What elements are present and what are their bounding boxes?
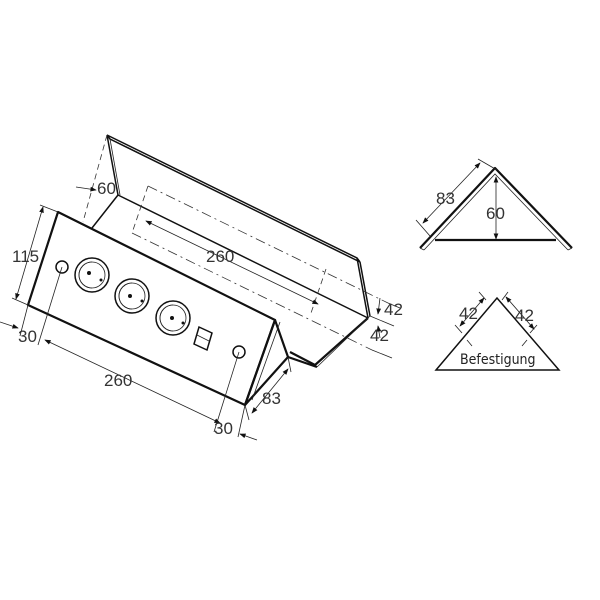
socket-2 <box>114 278 150 314</box>
dim-83-section: 83 <box>436 189 455 208</box>
svg-text:60: 60 <box>97 179 116 198</box>
dim-42-flange: 42 42 <box>369 297 403 359</box>
dim-260-back: 260 <box>145 220 319 305</box>
switch <box>193 325 213 352</box>
mounting-hole-right <box>232 345 246 359</box>
socket-body <box>26 210 318 407</box>
svg-text:42: 42 <box>370 326 389 345</box>
main-isometric-view: 115 60 260 42 42 30 <box>0 134 403 441</box>
svg-text:260: 260 <box>206 247 234 266</box>
svg-text:260: 260 <box>104 371 132 390</box>
mounting-view: 42 42 Befestigung <box>434 291 561 371</box>
dim-42-right: 42 <box>515 306 534 325</box>
dim-42-left: 42 <box>459 304 478 323</box>
svg-text:42: 42 <box>384 300 403 319</box>
socket-1 <box>74 257 110 293</box>
dim-60-section: 60 <box>486 204 505 223</box>
socket-3 <box>155 300 191 336</box>
dim-60: 60 <box>75 179 116 198</box>
dim-115: 115 <box>11 204 59 306</box>
mounting-label: Befestigung <box>460 352 536 368</box>
dim-260-front: 260 <box>44 339 221 424</box>
dim-30-left: 30 <box>0 266 63 346</box>
svg-text:30: 30 <box>214 419 233 438</box>
dim-83-side: 83 <box>244 356 292 421</box>
cross-section-view: 83 60 <box>415 158 573 251</box>
extension-line <box>82 134 108 223</box>
svg-text:115: 115 <box>12 247 39 266</box>
mounting-hole-left <box>55 260 69 274</box>
svg-text:83: 83 <box>262 389 281 408</box>
dim-30-right: 30 <box>213 351 258 441</box>
svg-text:30: 30 <box>18 327 37 346</box>
